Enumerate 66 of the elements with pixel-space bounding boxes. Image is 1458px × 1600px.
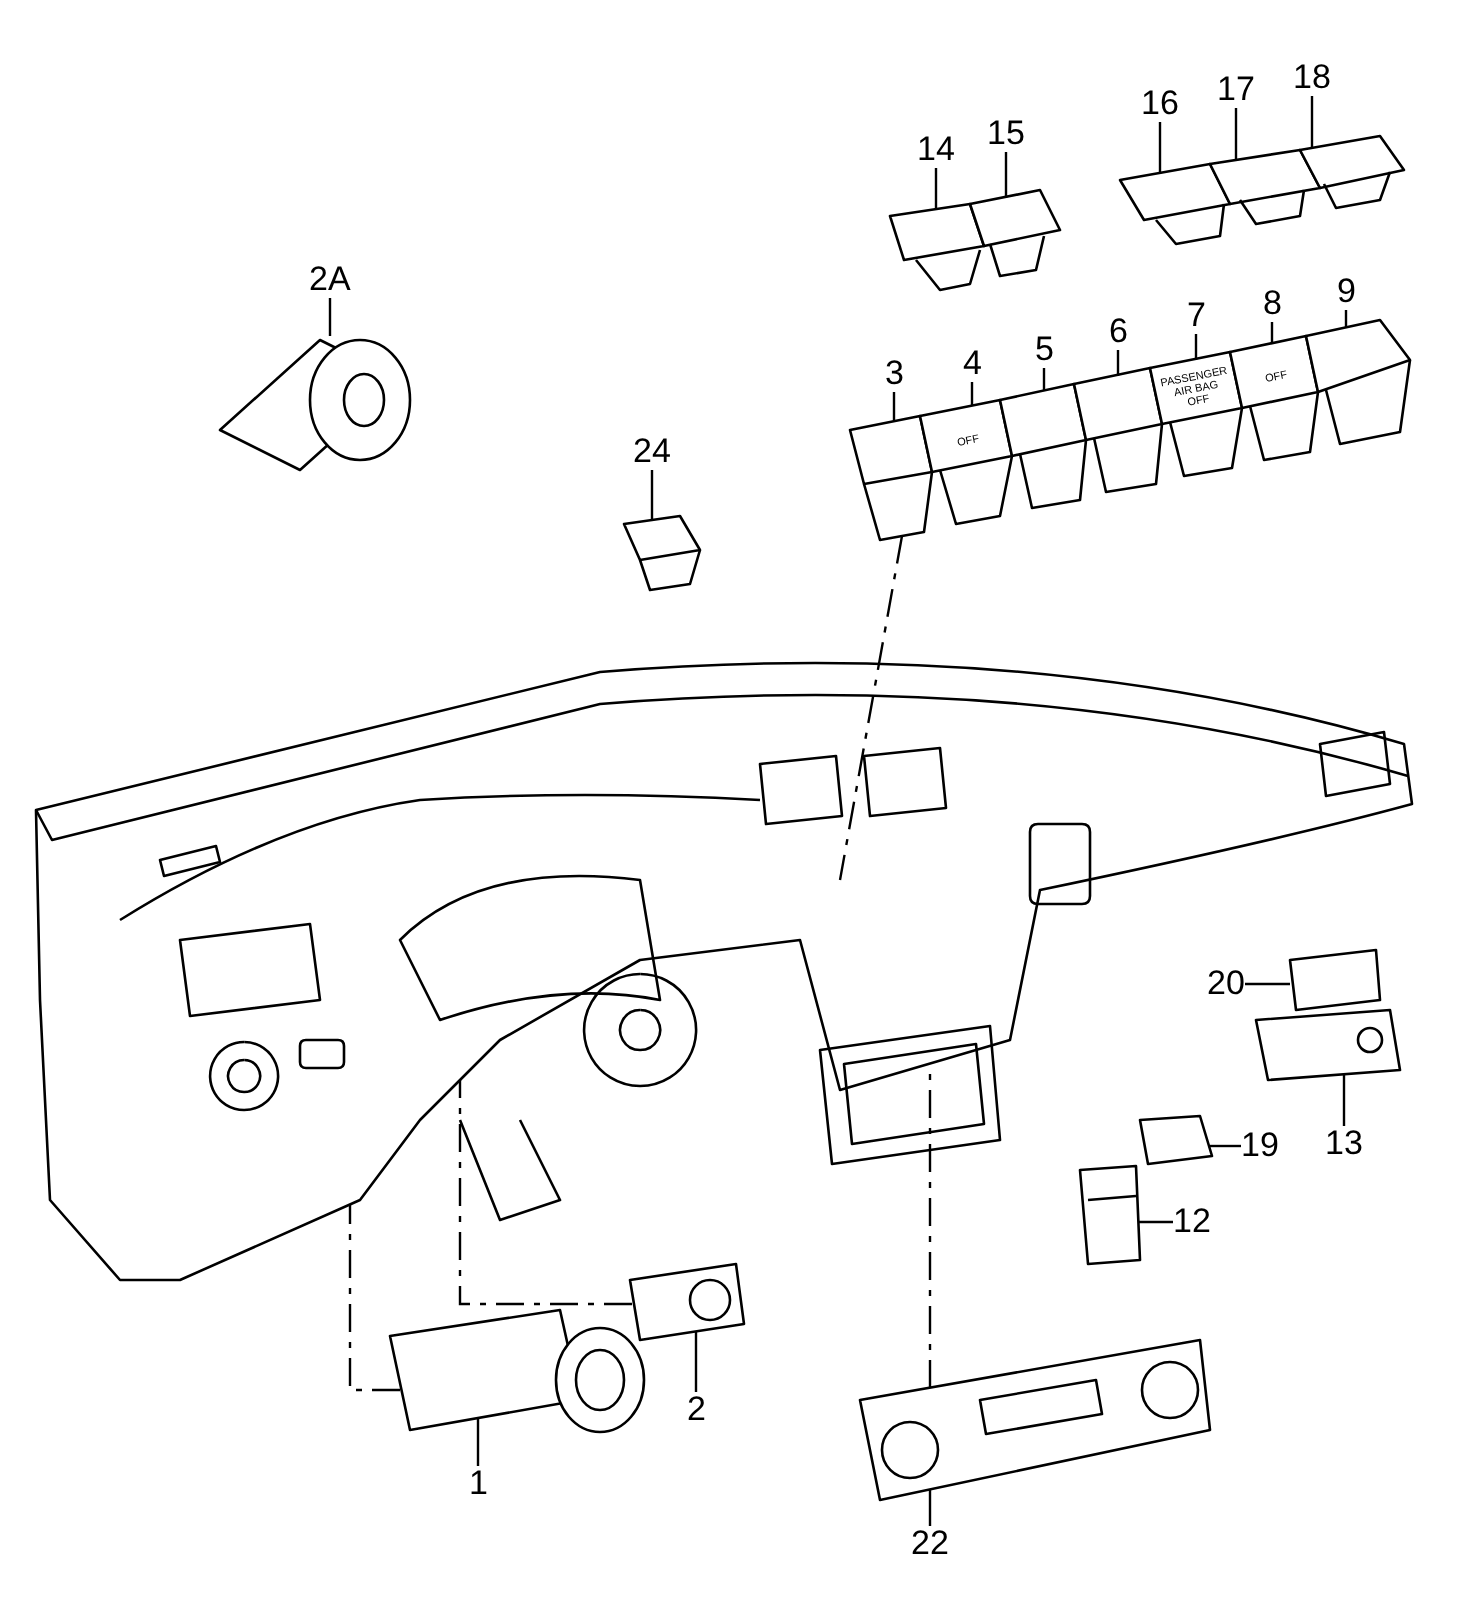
callout-number: 9 (1337, 274, 1356, 310)
switch-blank-drawing (1118, 162, 1232, 246)
switch-drawing (918, 398, 1014, 526)
callout-number: 17 (1217, 72, 1255, 108)
leader-line (694, 1332, 698, 1392)
leader-line (1245, 982, 1290, 986)
callout-number: 20 (1207, 966, 1245, 1002)
switch-drawing (628, 1262, 746, 1342)
leader-line (328, 298, 332, 336)
position-line (458, 1080, 632, 1306)
leader-line (1004, 152, 1008, 198)
callout-number: 6 (1109, 314, 1128, 350)
leader-line (650, 470, 654, 520)
callout-number: 24 (633, 434, 671, 470)
leader-line (476, 1418, 480, 1466)
climate-control-drawing (858, 1338, 1212, 1502)
leader-line (1234, 108, 1238, 160)
leader-line (1344, 310, 1348, 328)
dashboard-drawing (34, 661, 1414, 1282)
callout-number: 1 (469, 1466, 488, 1502)
callout-number: 14 (917, 132, 955, 168)
leader-line (928, 1490, 932, 1526)
switch-drawing (1304, 318, 1412, 446)
callout-number: 5 (1035, 332, 1054, 368)
callout-number: 15 (987, 116, 1025, 152)
callout-number: 16 (1141, 86, 1179, 122)
switch-drawing (848, 414, 934, 542)
tape-roll-drawing (218, 338, 412, 472)
callout-number: 19 (1241, 1128, 1279, 1164)
callout-number: 7 (1187, 298, 1206, 334)
switch-blank-drawing (888, 202, 986, 292)
callout-number: 3 (885, 356, 904, 392)
leader-line (1310, 96, 1314, 148)
callout-number: 12 (1173, 1204, 1211, 1240)
callout-number: 2 (687, 1392, 706, 1428)
leader-line (1116, 350, 1120, 376)
leader-line (1210, 1144, 1241, 1148)
switch-blank-drawing (1298, 134, 1406, 210)
position-line (838, 535, 904, 881)
leader-line (1158, 122, 1162, 174)
switch-drawing (1078, 1164, 1142, 1266)
leader-line (1270, 322, 1274, 344)
leader-line (934, 168, 938, 210)
callout-number: 13 (1325, 1126, 1363, 1162)
leader-line (1194, 334, 1198, 360)
switch-drawing (1254, 1008, 1402, 1082)
leader-line (1042, 368, 1046, 390)
light-switch-drawing (388, 1308, 646, 1434)
leader-line (1138, 1220, 1173, 1224)
switch-blank-drawing (1208, 148, 1322, 226)
leader-line (1342, 1074, 1346, 1126)
callout-number: 18 (1293, 60, 1331, 96)
callout-number: 22 (911, 1526, 949, 1562)
switch-drawing (998, 382, 1088, 510)
switch-drawing (1228, 334, 1320, 462)
leader-line (970, 382, 974, 406)
switch-blank-drawing (968, 188, 1062, 278)
callout-number: 4 (963, 346, 982, 382)
switch-drawing (1138, 1114, 1214, 1166)
switch-drawing (1072, 366, 1164, 494)
callout-number: 2A (309, 262, 351, 298)
leader-line (892, 392, 896, 422)
callout-number: 8 (1263, 286, 1282, 322)
switch-drawing (1288, 948, 1382, 1012)
position-line (348, 1204, 400, 1392)
switch-drawing (622, 514, 702, 592)
